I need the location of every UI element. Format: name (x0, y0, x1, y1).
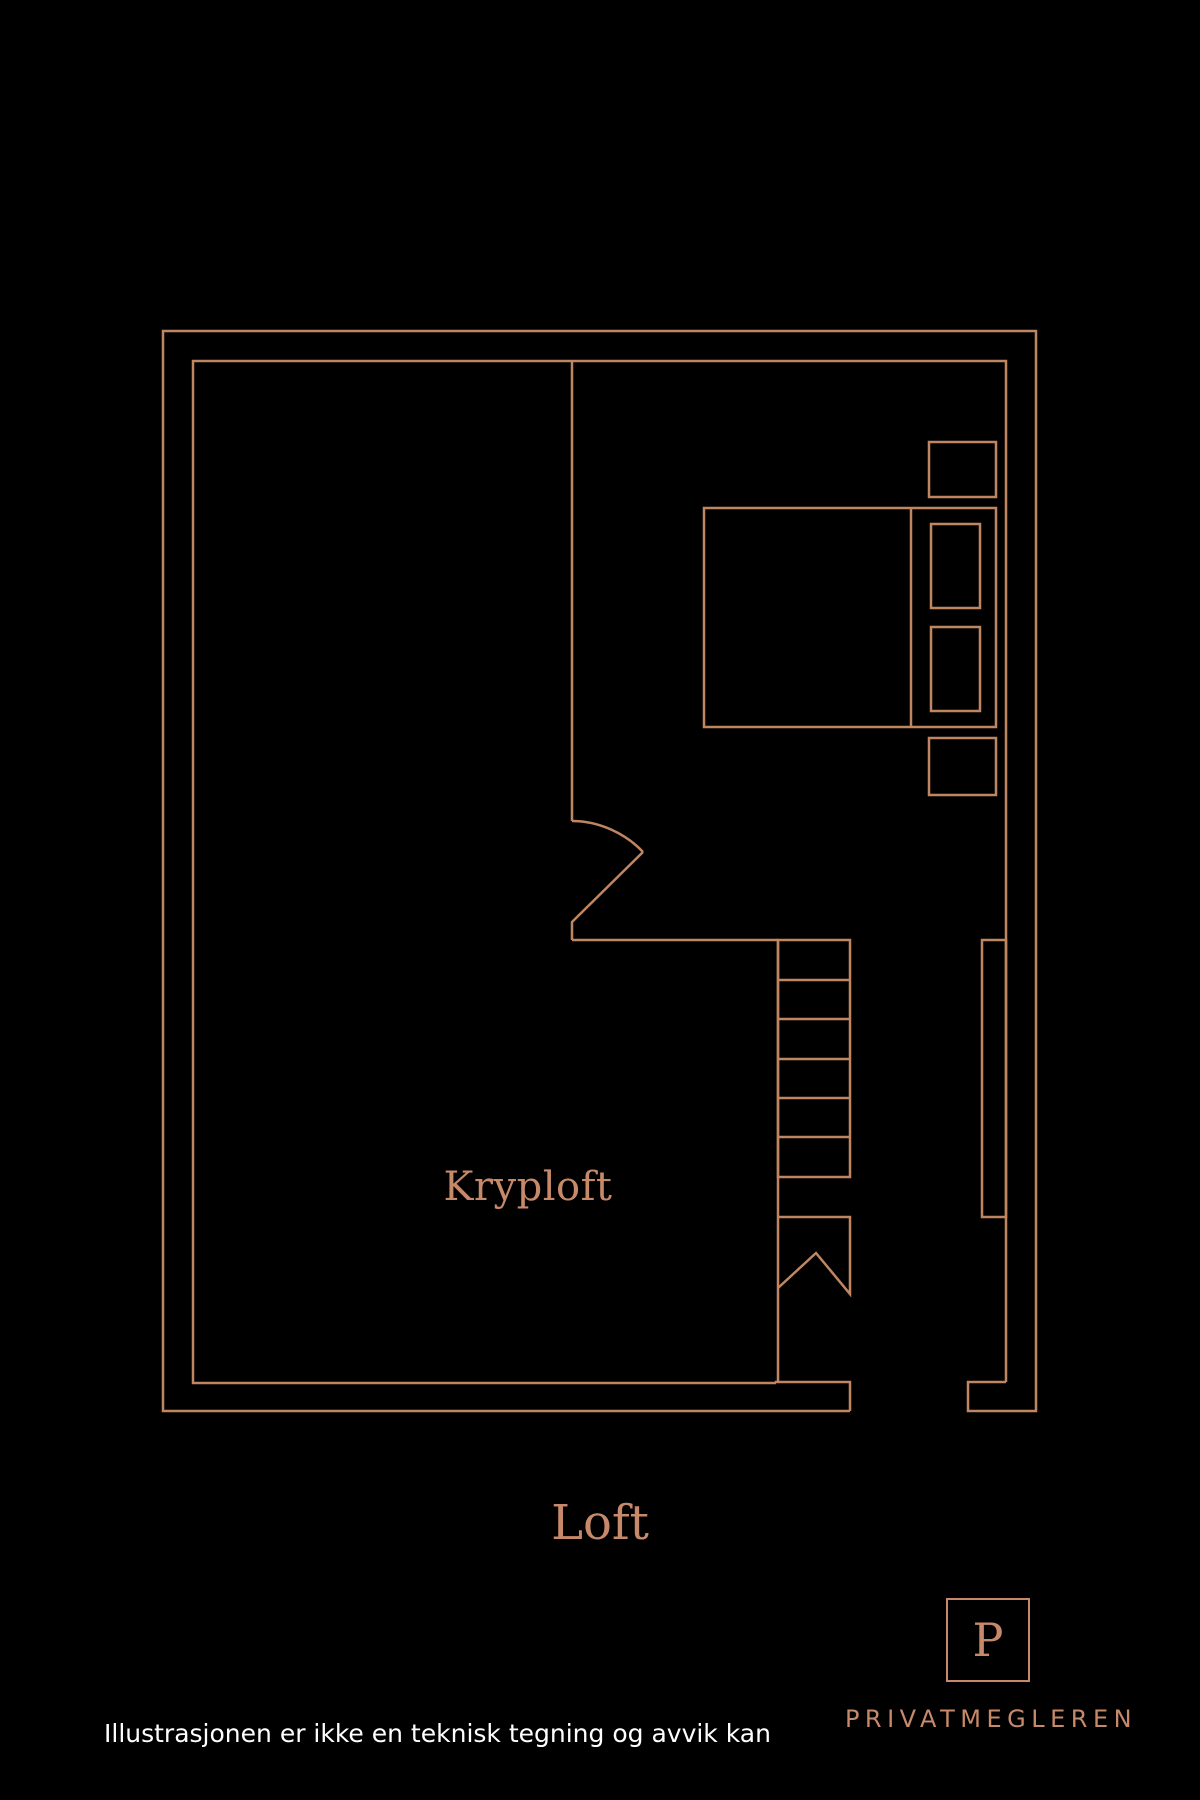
nightstand (927, 440, 998, 499)
outer-wall-inner-line (191, 359, 1008, 1385)
nightstand (927, 736, 998, 797)
wardrobe (980, 938, 1008, 1219)
outer-wall-outer-line (774, 1380, 852, 1411)
pillow (929, 625, 982, 713)
brand-wordmark: PRIVATMEGLEREN (844, 1705, 1138, 1733)
bed-frame (702, 506, 998, 729)
outer-wall-outer-line (161, 329, 1038, 1413)
disclaimer-text: Illustrasjonen er ikke en teknisk tegnin… (104, 1719, 771, 1748)
stair-arrow (777, 1215, 852, 1298)
door-swing (571, 819, 644, 853)
p-monogram-box-icon: P (946, 1598, 1030, 1682)
logo-letter: P (972, 1613, 1004, 1667)
pillow (929, 522, 982, 610)
room-label-kryploft: Kryploft (443, 1164, 613, 1210)
door-leaf (570, 851, 644, 940)
floor-title: Loft (551, 1495, 649, 1551)
